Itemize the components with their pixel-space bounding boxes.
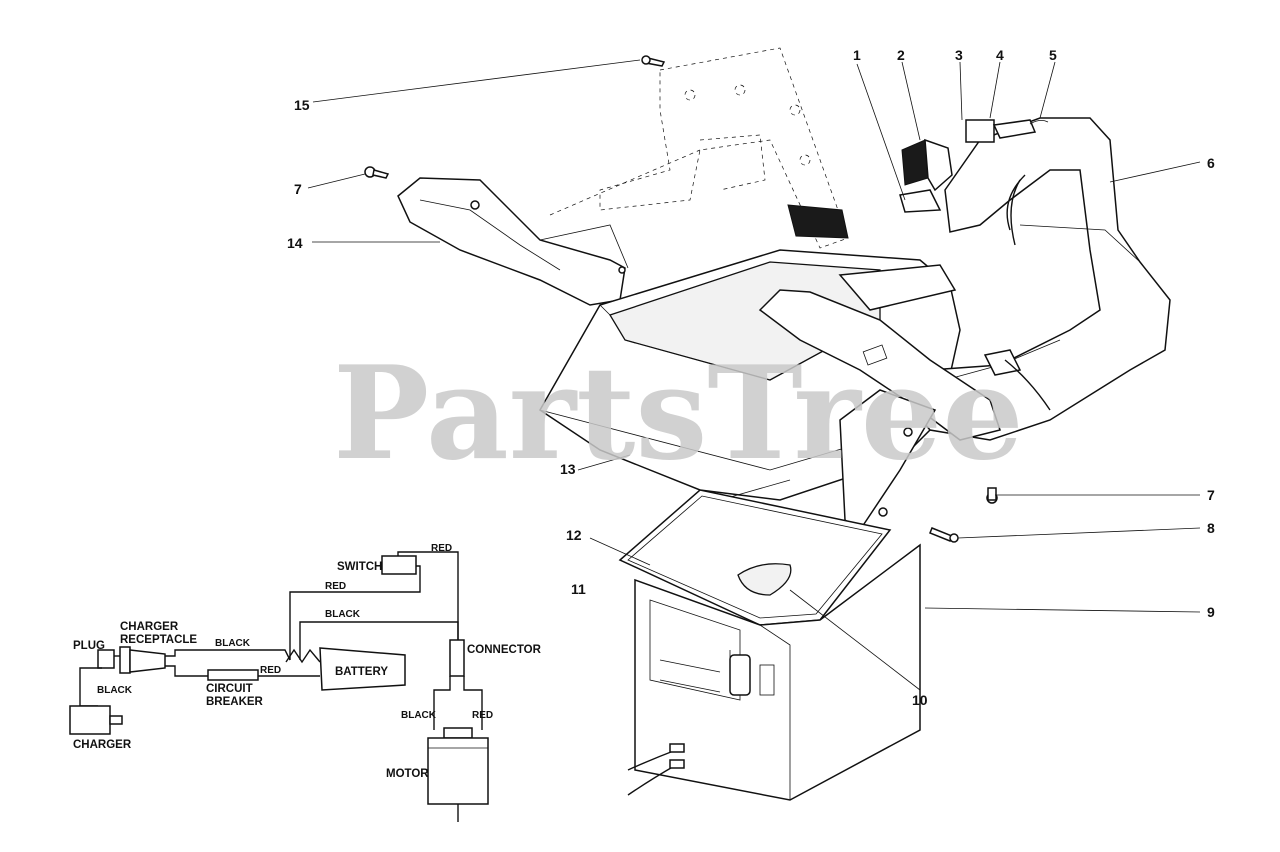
label-charger: CHARGER [73,739,132,751]
label-red-breaker: RED [260,665,281,676]
callout-4: 4 [996,47,1004,63]
callout-7-upper: 7 [294,181,302,197]
callout-1: 1 [853,47,861,63]
callout-8: 8 [1207,520,1215,536]
left-handle-arm [397,177,629,306]
battery-box [634,543,921,801]
callout-5: 5 [1049,47,1057,63]
label-black-mid: BLACK [325,609,361,620]
callout-6: 6 [1207,155,1215,171]
label-motor: MOTOR [386,768,429,780]
callout-3: 3 [955,47,963,63]
label-battery: BATTERY [335,666,388,678]
label-black-motor: BLACK [401,710,437,721]
screw-15 [641,55,666,67]
callout-12: 12 [566,527,582,543]
callout-9: 9 [1207,604,1215,620]
label-red-mid: RED [325,581,346,592]
callout-13: 13 [560,461,576,477]
callout-11: 11 [571,581,586,597]
charger-receptacle-symbol [119,646,131,674]
handle-bracket-outline [549,47,849,249]
callout-7-lower: 7 [1207,487,1215,503]
label-black-cord: BLACK [97,685,133,696]
circuit-breaker-symbol [207,669,259,681]
screw-7-upper [364,166,390,179]
connector-symbol [449,639,465,677]
leader-lines [307,59,1201,691]
screw-7-lower [986,487,998,504]
label-charger-receptacle-line1: CHARGER [120,621,179,633]
adhesive-pad [737,563,792,596]
callout-10: 10 [912,692,928,708]
callout-2: 2 [897,47,905,63]
front-handle-bar [758,289,1001,532]
label-red-motor: RED [472,710,493,721]
wiring-schematic [69,551,489,822]
right-handle-frame [904,117,1171,441]
label-circuit-breaker-line1: CIRCUIT [206,683,253,695]
label-plug: PLUG [73,640,105,652]
partstree-watermark: PartsTree [333,339,1024,489]
switch-assembly [899,119,1049,213]
callout-labels: 15 7 14 1 2 3 4 5 6 7 8 9 10 11 12 13 [287,47,1215,708]
charger-symbol [69,705,111,735]
callout-14: 14 [287,235,303,251]
label-charger-receptacle-line2: RECEPTACLE [120,634,197,646]
wiring-labels: SWITCH RED RED BLACK CHARGER RECEPTACLE … [73,543,542,780]
battery-cover [618,489,892,626]
label-switch: SWITCH [337,561,382,573]
battery-symbol [319,647,406,691]
callout-15: 15 [294,97,310,113]
plug-symbol [97,649,115,669]
label-black-receptacle: BLACK [215,638,251,649]
label-red-top: RED [431,543,452,554]
label-circuit-breaker-line2: BREAKER [206,696,264,708]
label-connector: CONNECTOR [467,644,542,656]
switch-symbol [381,555,417,575]
screw-8 [929,527,959,543]
battery-leads [627,743,685,796]
